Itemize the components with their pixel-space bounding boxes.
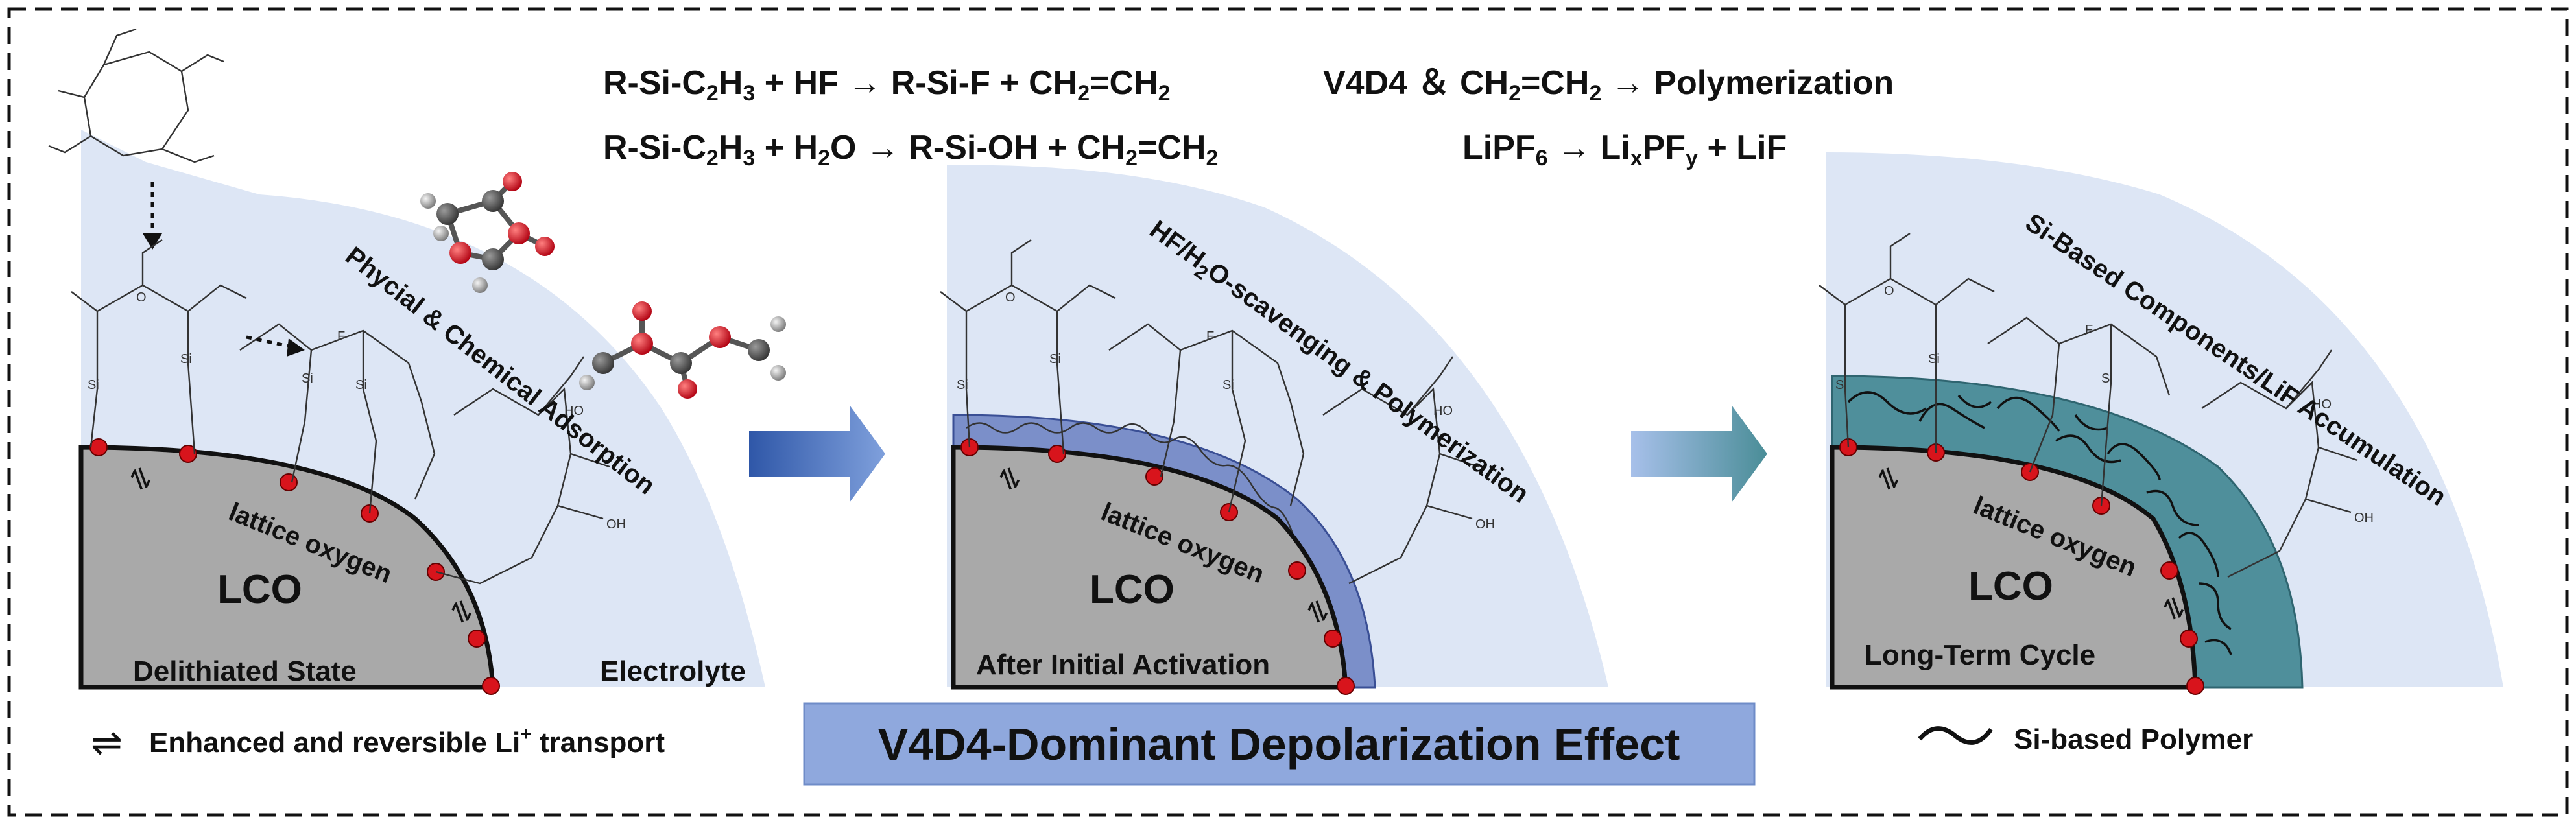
atom-label: Si [1222, 378, 1234, 392]
core-label: LCO [217, 567, 302, 612]
panel-2: Si Si Si O F HO OH LCO After Initial Act… [940, 165, 1608, 695]
li-transport-legend-icon: ⇌ [91, 722, 123, 764]
equation-h2o-scavenging: R-Si-C2H3 + H2O → R-Si-OH + CH2=CH2 [603, 129, 1218, 171]
atom-label: F [2085, 323, 2093, 337]
core-label: LCO [1968, 564, 2053, 609]
state-label: After Initial Activation [976, 649, 1270, 681]
state-label: Delithiated State [133, 655, 357, 687]
atom-label: Si [957, 378, 968, 392]
li-transport-legend: Enhanced and reversible Li+ transport [149, 724, 665, 759]
atom-label: HO [1433, 404, 1453, 418]
atom-label: F [1206, 329, 1214, 344]
process-arrow-2 [1631, 405, 1767, 502]
atom-label: Si [88, 378, 99, 392]
equation-lipf6-decomposition: LiPF6 → LixPFy + LiF [1462, 129, 1787, 171]
atom-label: OH [1475, 517, 1495, 532]
atom-label: OH [2354, 511, 2374, 525]
siloxane-molecules: Si Si Si Si O F HO OH [48, 28, 626, 585]
equation-polymerization: V4D4 ＆ CH2=CH2 → Polymerization [1323, 64, 1894, 106]
panel-3: Si Si Si O F HO OH LCO Long-Term Cycle l… [1819, 152, 2503, 695]
atom-label: Si [1835, 378, 1847, 392]
lattice-oxygen-dots [960, 438, 1355, 695]
atom-label: Si [180, 352, 192, 366]
siloxane-molecules: Si Si Si O F HO OH [940, 239, 1495, 585]
banner-title: V4D4-Dominant Depolarization Effect [878, 719, 1680, 770]
si-polymer-strands [1847, 391, 2232, 655]
polymer-legend: Si-based Polymer [2014, 724, 2253, 755]
lattice-oxygen-dots [1839, 438, 2204, 695]
atom-label: O [1884, 284, 1894, 298]
atom-label: Si [302, 371, 313, 386]
core-label: LCO [1090, 567, 1175, 612]
conclusion-banner [803, 702, 1756, 786]
outer-frame [7, 7, 2569, 817]
atom-label: O [1005, 290, 1016, 305]
atom-label: O [136, 290, 147, 305]
process-arrow-1 [749, 405, 885, 502]
atom-label: OH [606, 517, 626, 532]
atom-label: Si [2101, 371, 2113, 386]
equation-hf-scavenging: R-Si-C2H3 + HF → R-Si-F + CH2=CH2 [603, 64, 1171, 106]
atom-label: Si [355, 378, 367, 392]
carbonate-molecule-2 [579, 301, 786, 399]
atom-label: HO [2312, 397, 2332, 412]
polymer-legend-icon [1918, 726, 1993, 745]
atom-label: F [337, 329, 345, 344]
panel-1: Si Si Si Si O F HO OH LCO Delithiate [48, 28, 786, 695]
atom-label: Si [1049, 352, 1061, 366]
atom-label: HO [564, 404, 584, 418]
electrolyte-label: Electrolyte [600, 655, 746, 687]
atom-label: Si [1928, 352, 1940, 366]
state-label: Long-Term Cycle [1865, 639, 2095, 671]
carbonate-molecule-1 [420, 172, 555, 293]
siloxane-molecules: Si Si Si O F HO OH [1819, 233, 2374, 578]
